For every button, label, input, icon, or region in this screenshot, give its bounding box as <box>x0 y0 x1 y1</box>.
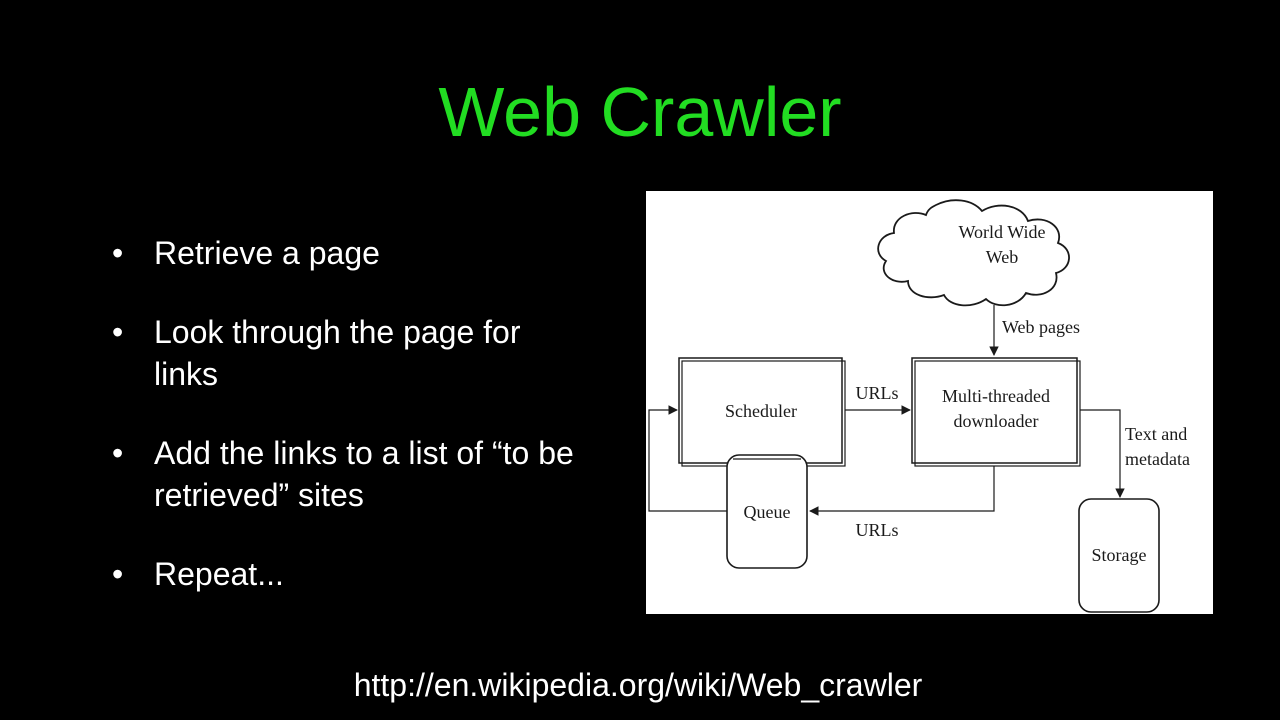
scheduler-label: Scheduler <box>725 401 797 421</box>
bullet-icon: • <box>112 235 124 271</box>
queue-to-scheduler-arrow <box>648 405 727 512</box>
bullet-item: • Add the links to a list of “to be retr… <box>112 432 592 516</box>
web-pages-label: Web pages <box>1002 317 1080 337</box>
bullet-text: Repeat... <box>154 556 284 592</box>
bullet-item: • Look through the page for links <box>112 311 592 395</box>
crawler-diagram-svg: World Wide Web Web pages Scheduler URLs … <box>648 199 1190 613</box>
bullet-item: • Retrieve a page <box>112 232 592 274</box>
downloader-box: Multi-threaded downloader <box>911 357 1081 467</box>
web-label-line2: Web <box>986 247 1019 267</box>
bullet-icon: • <box>112 556 124 592</box>
storage-label: Storage <box>1092 545 1147 565</box>
bullet-text: Add the links to a list of “to be retrie… <box>154 435 574 513</box>
bullet-text: Look through the page for links <box>154 314 521 392</box>
bullet-icon: • <box>112 314 124 350</box>
queue-container: Queue <box>726 454 808 569</box>
bullet-list: • Retrieve a page • Look through the pag… <box>112 232 592 632</box>
bullet-icon: • <box>112 435 124 471</box>
bullet-text: Retrieve a page <box>154 235 380 271</box>
urls-to-downloader-label: URLs <box>855 383 898 403</box>
downloader-label-line2: downloader <box>954 411 1039 431</box>
text-metadata-label-line1: Text and <box>1125 424 1187 444</box>
crawler-diagram: World Wide Web Web pages Scheduler URLs … <box>646 191 1213 614</box>
storage-container: Storage <box>1078 498 1160 613</box>
text-metadata-arrow <box>1080 409 1125 498</box>
source-url: http://en.wikipedia.org/wiki/Web_crawler <box>353 667 923 703</box>
urls-to-queue-label: URLs <box>855 520 898 540</box>
scheduler-box: Scheduler <box>678 357 846 467</box>
queue-label: Queue <box>744 502 791 522</box>
web-label-line1: World Wide <box>959 222 1046 242</box>
text-metadata-label-line2: metadata <box>1125 449 1190 469</box>
downloader-label-line1: Multi-threaded <box>942 386 1050 406</box>
slide-title: Web Crawler <box>438 73 842 151</box>
urls-to-queue-arrow <box>809 466 995 516</box>
bullet-item: • Repeat... <box>112 553 592 595</box>
world-wide-web-cloud: World Wide Web <box>877 199 1070 307</box>
